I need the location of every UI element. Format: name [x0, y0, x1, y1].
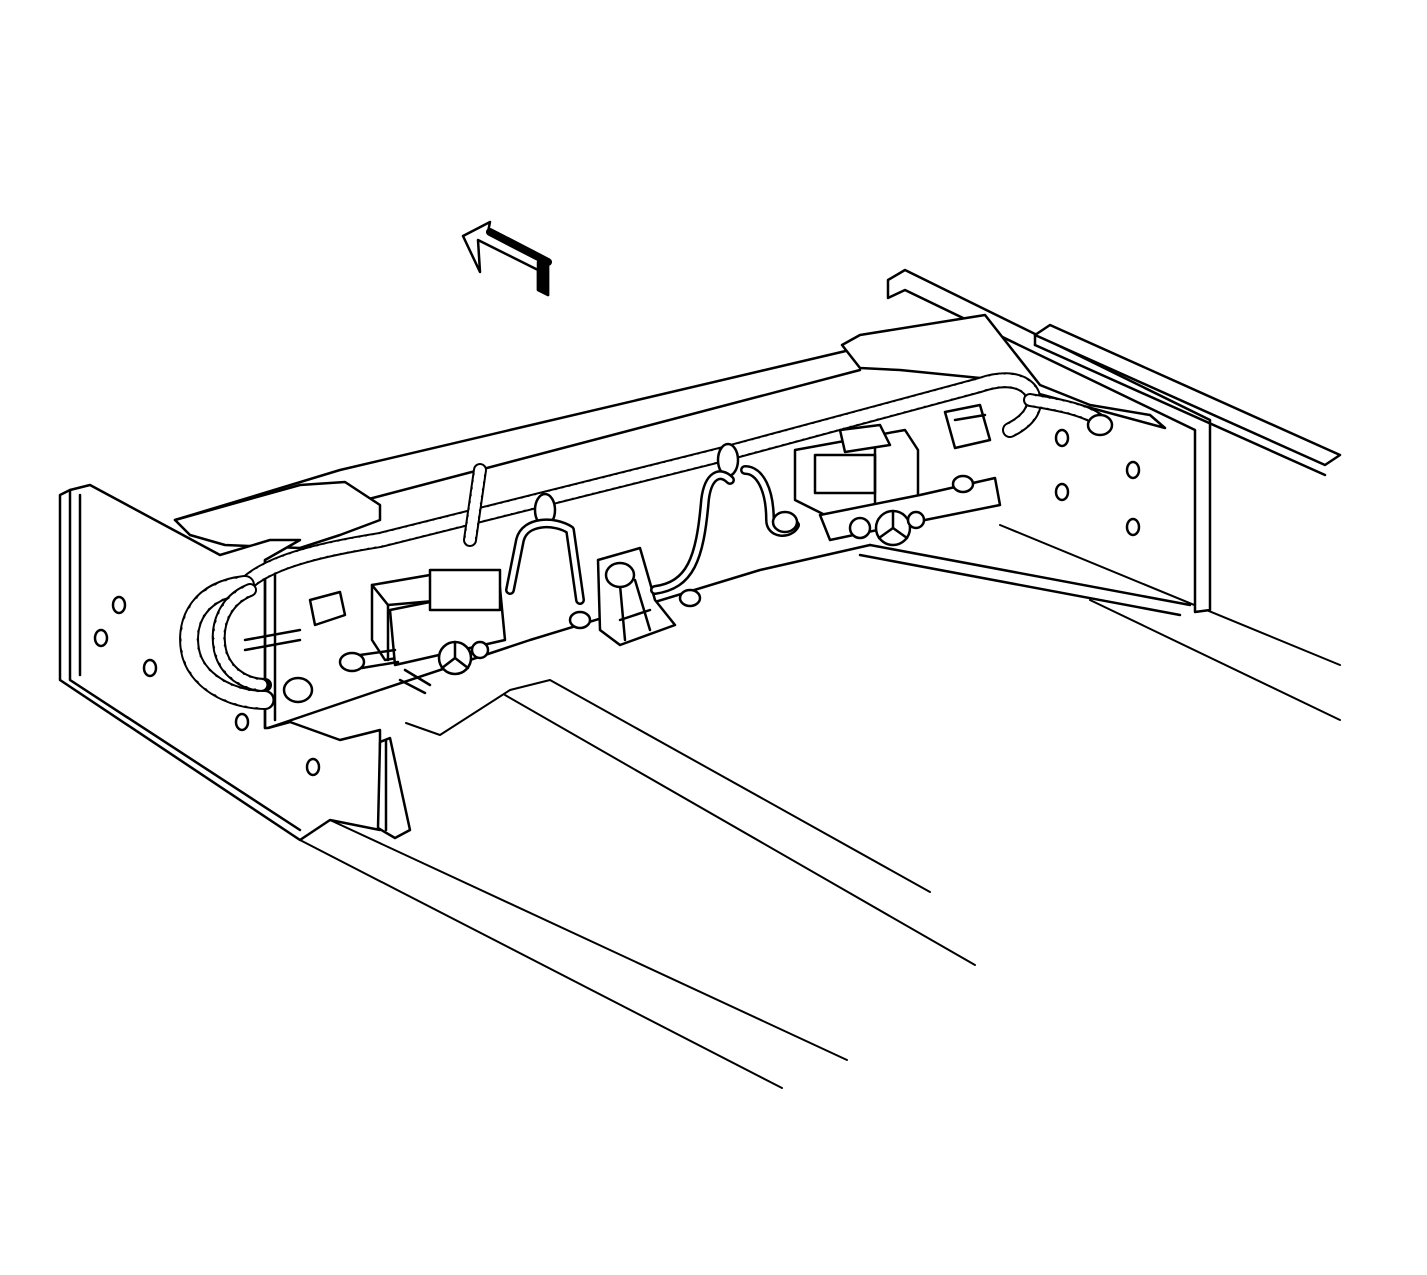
left-plate-holes [93, 595, 321, 777]
harness-clamps [533, 442, 740, 528]
right-plate-holes [1054, 428, 1141, 537]
right-valve-assembly [740, 403, 1114, 547]
underbody-lines [299, 389, 1341, 1089]
frame-rail [173, 313, 1192, 730]
middle-tube-bracket [505, 470, 735, 647]
support-spike [376, 736, 412, 840]
direction-arrow-icon [461, 220, 552, 297]
wiring-harness [179, 372, 1112, 710]
left-valve-assembly [243, 568, 507, 704]
right-frame-plate [886, 268, 1342, 614]
